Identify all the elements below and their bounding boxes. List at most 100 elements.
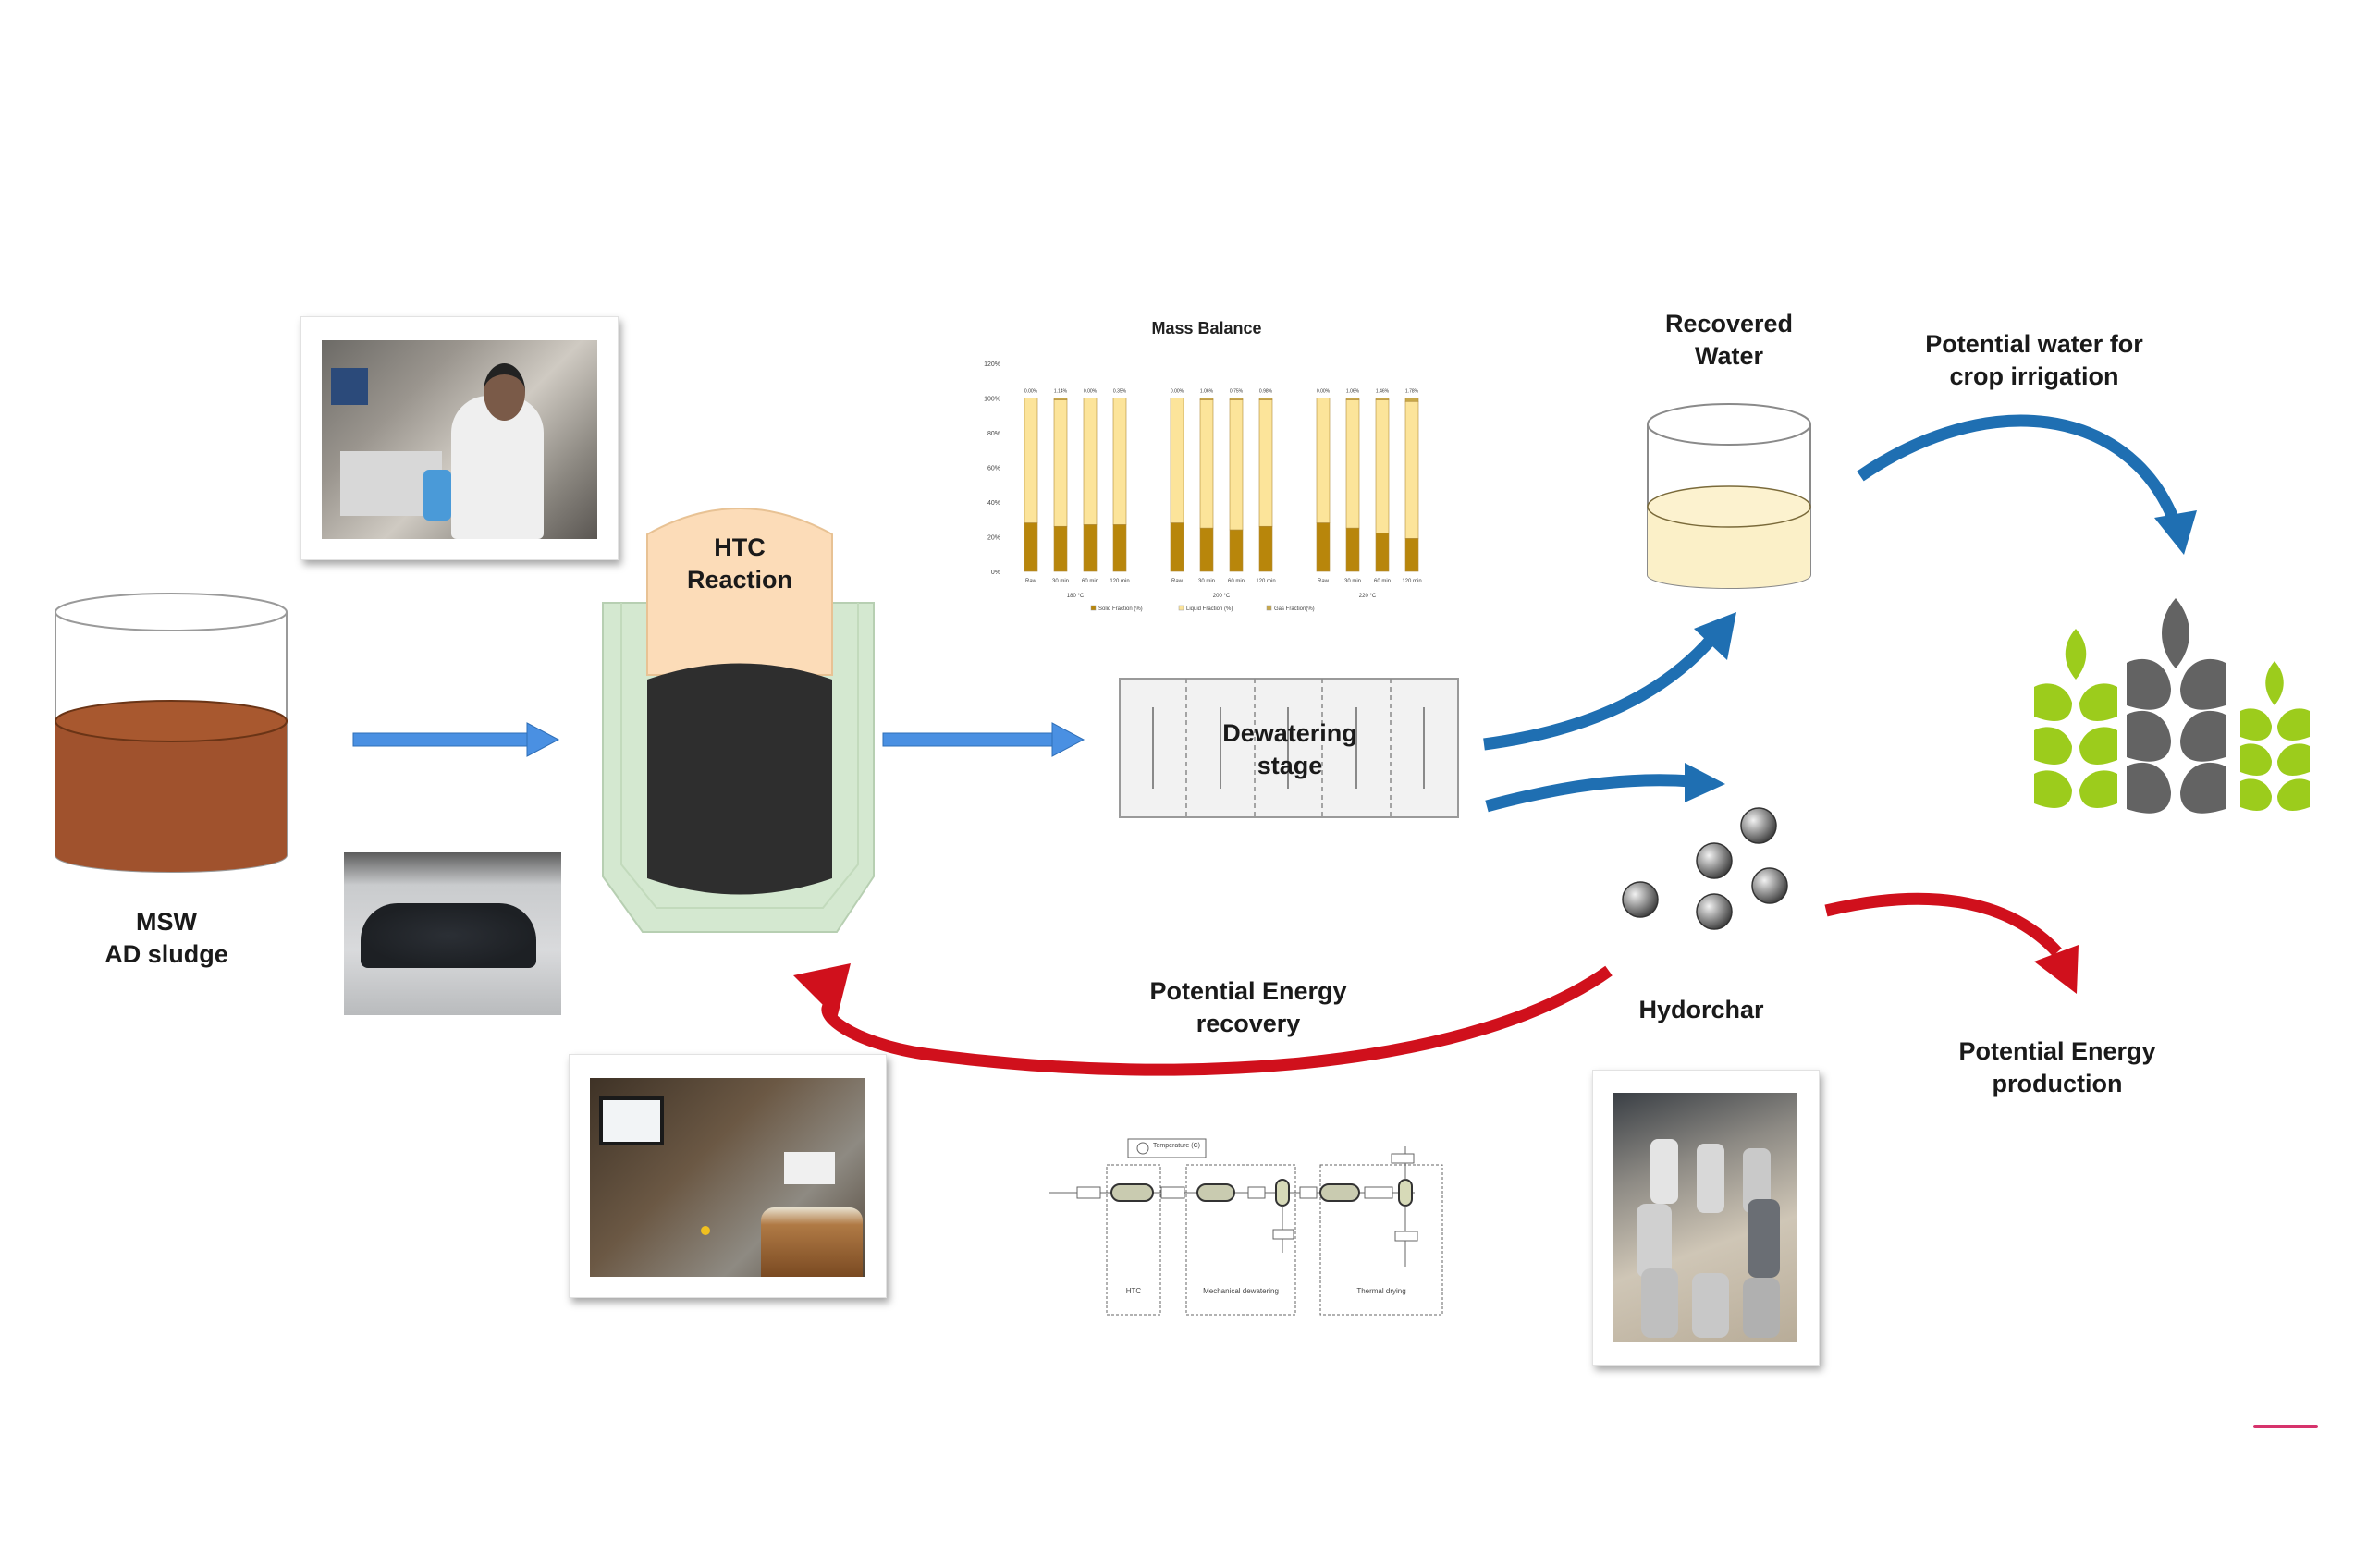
flowsheet-diagram bbox=[1049, 1138, 1443, 1316]
bar-top-label: 1.06% bbox=[1346, 389, 1360, 395]
bottle bbox=[1641, 1268, 1678, 1338]
legend-item: Solid Fraction (%) bbox=[1098, 606, 1143, 612]
bar-segment-gas bbox=[1199, 398, 1214, 400]
y-tick-label: 40% bbox=[987, 500, 1000, 507]
mass-balance-plot: 0% 20% 40% 60% 80% 100% 120% 0.00% Raw 1.14% 30 mi… bbox=[984, 361, 1422, 612]
x-tick-label: Raw bbox=[1025, 579, 1037, 584]
sludge-beaker bbox=[55, 593, 288, 873]
y-tick-label: 20% bbox=[987, 535, 1000, 542]
slide-accent-bar bbox=[2253, 1425, 2318, 1428]
wheat-stalk-right-icon bbox=[2240, 661, 2310, 811]
y-tick-label: 80% bbox=[987, 431, 1000, 437]
x-tick-label: 30 min bbox=[1052, 579, 1069, 584]
arrow-to-dewatering-icon bbox=[882, 722, 1085, 757]
energy-recovery-label: Potential Energy recovery bbox=[1149, 977, 1347, 1038]
y-tick-label: 60% bbox=[987, 466, 1000, 472]
irrigation-label: Potential water for crop irrigation bbox=[1925, 330, 2143, 391]
x-tick-label: Raw bbox=[1318, 579, 1330, 584]
dewatering-unit bbox=[1119, 678, 1459, 818]
legend-swatch bbox=[1266, 605, 1272, 611]
dewatering-label: Dewatering stage bbox=[1222, 719, 1357, 780]
sludge-heap bbox=[361, 903, 536, 968]
bar-top-label: 0.00% bbox=[1084, 389, 1098, 395]
x-tick-label: Raw bbox=[1171, 579, 1184, 584]
x-tick-label: 30 min bbox=[1344, 579, 1361, 584]
legend-item: Gas Fraction(%) bbox=[1274, 606, 1315, 612]
process-flowsheet: Temperature (C) HTC Mechanical dewaterin… bbox=[1045, 1128, 1461, 1322]
arrow-to-reactor-icon bbox=[352, 722, 560, 757]
x-tick-label: 120 min bbox=[1256, 579, 1275, 584]
bar-segment-liquid bbox=[1316, 398, 1331, 523]
hydrochar-pellets-icon bbox=[1622, 807, 1788, 930]
y-tick-label: 100% bbox=[984, 397, 1000, 403]
x-tick-label: 60 min bbox=[1374, 579, 1391, 584]
flowsheet-section-drying: Thermal drying bbox=[1356, 1287, 1406, 1295]
reactor-headspace bbox=[646, 508, 833, 676]
flowsheet-legend: Temperature (C) bbox=[1153, 1143, 1200, 1149]
bar-top-label: 1.46% bbox=[1376, 389, 1390, 395]
legend-swatch bbox=[1090, 605, 1097, 611]
bar-segment-gas bbox=[1375, 398, 1390, 400]
group-label: 180 °C bbox=[1067, 594, 1085, 599]
bottle bbox=[1748, 1199, 1780, 1278]
lab-coat-figure bbox=[451, 396, 544, 539]
chart-title: Mass Balance bbox=[1151, 319, 1262, 337]
rig-monitor bbox=[599, 1096, 664, 1145]
x-tick-label: 30 min bbox=[1198, 579, 1215, 584]
bar-top-label: 0.35% bbox=[1113, 389, 1127, 395]
htc-reaction-label: HTC Reaction bbox=[686, 533, 793, 594]
flowsheet-section-dewatering: Mechanical dewatering bbox=[1203, 1287, 1279, 1295]
mass-balance-chart: Mass Balance 0% 20% 40% 60% 80% 100% 120% 0.00%… bbox=[971, 314, 1442, 619]
bar-top-label: 1.78% bbox=[1405, 389, 1419, 395]
bar-top-label: 1.06% bbox=[1200, 389, 1214, 395]
bar-top-label: 0.00% bbox=[1317, 389, 1331, 395]
bottle bbox=[1743, 1278, 1780, 1338]
bar-segment-gas bbox=[1229, 398, 1244, 400]
bar-segment-liquid bbox=[1170, 398, 1184, 523]
rig-reactor-vessel bbox=[761, 1207, 863, 1277]
x-tick-label: 60 min bbox=[1228, 579, 1245, 584]
y-tick-label: 0% bbox=[991, 570, 1000, 576]
x-tick-label: 60 min bbox=[1082, 579, 1098, 584]
y-tick-label: 120% bbox=[984, 361, 1000, 368]
bottle bbox=[1650, 1139, 1678, 1204]
bar-segment-liquid bbox=[1083, 398, 1098, 525]
bar-top-label: 0.00% bbox=[1024, 389, 1038, 395]
reactor-contents bbox=[647, 663, 832, 895]
bar-top-label: 0.00% bbox=[1171, 389, 1184, 395]
flowsheet-section-htc: HTC bbox=[1125, 1287, 1142, 1295]
energy-production-label: Potential Energy production bbox=[1958, 1037, 2156, 1098]
feedstock-label: MSW AD sludge bbox=[104, 908, 228, 969]
bottle bbox=[1637, 1204, 1672, 1278]
bar-top-label: 0.75% bbox=[1230, 389, 1244, 395]
bar-segment-gas bbox=[1258, 398, 1273, 400]
photo-hydrochar-bottles bbox=[1592, 1070, 1820, 1366]
photo-sludge-tray bbox=[344, 852, 561, 1015]
recovered-water-label: Recovered Water bbox=[1664, 310, 1794, 371]
bar-segment-gas bbox=[1404, 398, 1419, 402]
photo-lab-operator bbox=[300, 316, 619, 560]
bar-top-label: 1.14% bbox=[1054, 389, 1068, 395]
bar-segment-liquid bbox=[1024, 398, 1038, 523]
bar-segment-gas bbox=[1345, 398, 1360, 400]
wheat-stalk-center-icon bbox=[2127, 598, 2226, 814]
htc-reactor bbox=[602, 508, 875, 933]
bottle bbox=[1692, 1273, 1729, 1338]
bar-top-label: 0.98% bbox=[1259, 389, 1273, 395]
group-label: 200 °C bbox=[1213, 594, 1231, 599]
legend-swatch bbox=[1178, 605, 1184, 611]
bar-segment-gas bbox=[1053, 398, 1068, 400]
bottle bbox=[1697, 1144, 1724, 1213]
hydrochar-label: Hydorchar bbox=[1638, 996, 1764, 1023]
wheat-stalk-left-icon bbox=[2034, 629, 2117, 808]
bar-segment-liquid bbox=[1112, 398, 1127, 525]
legend-item: Liquid Fraction (%) bbox=[1186, 606, 1233, 612]
group-label: 220 °C bbox=[1359, 594, 1377, 599]
wheat-crops-icon bbox=[2034, 598, 2310, 814]
recovered-water-beaker bbox=[1647, 403, 1811, 589]
